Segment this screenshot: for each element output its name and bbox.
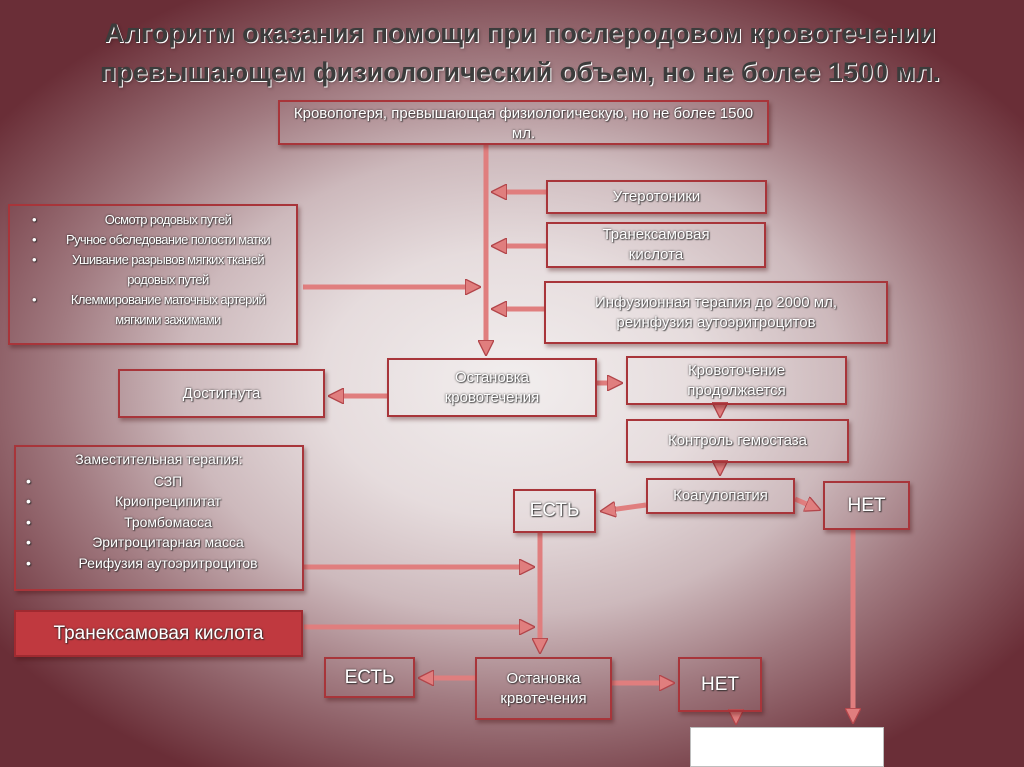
yes-text-2: ЕСТЬ [344,666,395,688]
achieved-box: Достигнута [118,369,325,418]
uterotonics-text: Утеротоники [612,188,701,205]
yes-text-1: ЕСТЬ [529,500,580,521]
replacement-item: Тромбомасса [26,512,294,533]
arrow-to-yes-1 [603,505,647,511]
replacement-therapy-box: Заместительная терапия: СЗП Криопреципит… [14,445,304,591]
stop-bleeding-text-2: Остановка крвотечения [500,669,587,707]
replacement-item: Эритроцитарная масса [26,532,294,553]
bleeding-continues-text: Кровоточение продолжается [687,361,786,399]
tranexamic-acid-box-2: Транексамовая кислота [14,610,303,657]
tranexamic-acid-box-1: Транексамовая кислота [546,222,766,268]
replacement-item: Криопреципитат [26,491,294,512]
bleeding-continues-box: Кровоточение продолжается [626,356,847,405]
measures-item: Ручное обследование полости матки [32,230,288,250]
page-title: Алгоритм оказания помощи при послеродово… [99,18,940,87]
measures-item: Клеммирование маточных артерий мягкими з… [32,290,288,330]
infusion-text: Инфузионная терапия до 2000 мл, реинфузи… [594,293,838,331]
blood-loss-text: Кровопотеря, превышающая физиологическую… [293,105,754,142]
hemostasis-control-box: Контроль гемостаза [626,419,849,463]
stop-bleeding-box-2: Остановка крвотечения [475,657,612,720]
infusion-box: Инфузионная терапия до 2000 мл, реинфузи… [544,281,888,344]
hemostasis-control-text: Контроль гемостаза [667,432,808,449]
stop-bleeding-box-1: Остановка кровотечения [387,358,597,417]
tranexamic-acid-text-2: Транексамовая кислота [53,622,264,644]
replacement-item: Реифузия аутоэритроцитов [26,553,294,574]
replacement-item: СЗП [26,471,294,492]
measures-item: Ушивание разрывов мягких тканей родовых … [32,250,288,290]
blank-result-box [690,727,884,767]
blood-loss-box: Кровопотеря, превышающая физиологическую… [278,100,769,145]
replacement-therapy-title: Заместительная терапия: [75,451,243,467]
measures-list: Осмотр родовых путей Ручное обследование… [30,210,288,330]
yes-box-2: ЕСТЬ [324,657,415,698]
no-text-1: НЕТ [847,494,886,516]
measures-item: Осмотр родовых путей [32,210,288,230]
no-box-2: НЕТ [678,657,762,712]
yes-box-1: ЕСТЬ [513,489,596,533]
uterotonics-box: Утеротоники [546,180,767,214]
arrow-to-no-1 [794,499,818,509]
no-box-1: НЕТ [823,481,910,530]
achieved-text: Достигнута [182,384,261,402]
measures-box: Осмотр родовых путей Ручное обследование… [8,204,298,345]
no-text-2: НЕТ [701,673,739,695]
replacement-therapy-list: СЗП Криопреципитат Тромбомасса Эритроцит… [24,471,294,574]
coagulopathy-text: Коагулопатия [673,487,768,504]
coagulopathy-box: Коагулопатия [646,478,795,514]
stop-bleeding-text-1: Остановка кровотечения [444,368,540,406]
tranexamic-acid-text-1: Транексамовая кислота [602,226,710,263]
